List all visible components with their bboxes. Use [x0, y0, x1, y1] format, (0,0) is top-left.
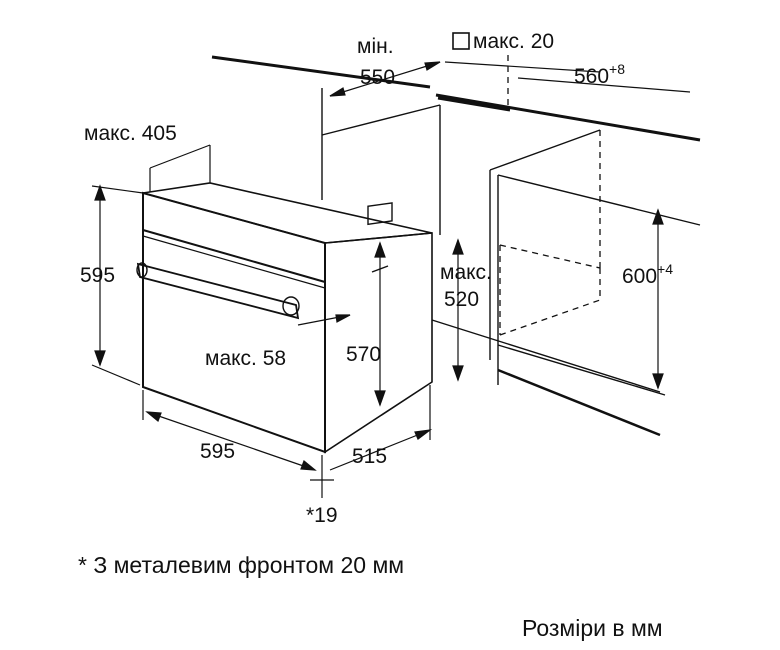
label-front-19: *19: [306, 504, 338, 527]
label-max-405: макс. 405: [84, 122, 177, 145]
label-height-570: 570: [346, 343, 381, 366]
units-note: Розміри в мм: [522, 615, 663, 641]
dimension-labels: мін. 550 макс. 20 560+8 макс. 405 595 ма…: [80, 30, 673, 527]
label-max: макс.: [440, 261, 492, 284]
label-min: мін.: [357, 35, 394, 58]
label-depth-520: 520: [444, 288, 479, 311]
dimension-lines: [91, 61, 691, 498]
label-max-58: макс. 58: [205, 347, 286, 370]
footnote: * З металевим фронтом 20 мм: [78, 552, 405, 578]
label-max-20: макс. 20: [473, 30, 554, 53]
label-depth-oven: 515: [352, 445, 387, 468]
label-depth-niche: 550: [360, 66, 395, 89]
label-width-oven: 595: [200, 440, 235, 463]
cabinet-niche: [211, 55, 701, 437]
label-height-niche: 600+4: [622, 261, 673, 288]
oven-drawing: [136, 182, 433, 454]
label-height-oven: 595: [80, 264, 115, 287]
square-symbol-icon: [452, 32, 470, 50]
label-width-niche: 560+8: [574, 61, 625, 88]
